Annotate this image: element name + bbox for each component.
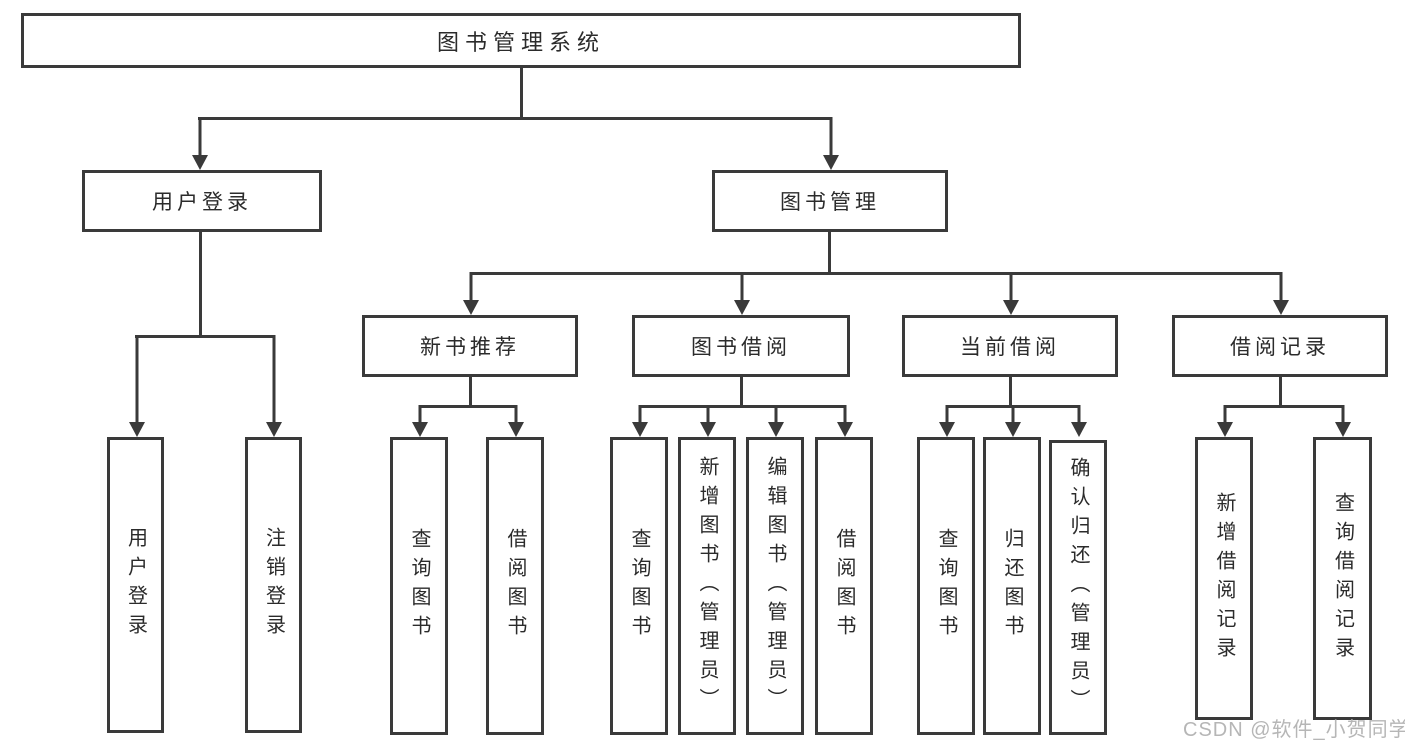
connector-book-borrow-bar — [639, 405, 845, 408]
connector-arrow-current-borrow — [1002, 272, 1019, 315]
connector-arrow-bb-query — [631, 405, 648, 437]
node-user-login: 用户登录 — [82, 170, 322, 232]
connector-arrow-book-management — [822, 117, 839, 170]
node-borrow-records: 借阅记录 — [1172, 315, 1388, 377]
connector-user-login-stub — [199, 232, 202, 335]
connector-new-book-stub — [469, 377, 472, 405]
connector-arrow-leaf-logout — [265, 335, 282, 437]
connector-arrow-new-book — [462, 272, 479, 315]
connector-book-mgmt-stub — [828, 232, 831, 272]
leaf-bb-query-books: 查询图书 — [610, 437, 668, 735]
leaf-cb-query-books: 查询图书 — [917, 437, 975, 735]
connector-borrow-records-bar — [1224, 405, 1343, 408]
connector-arrow-bb-edit — [767, 405, 784, 437]
connector-arrow-bb-add — [699, 405, 716, 437]
leaf-nb-query-books: 查询图书 — [390, 437, 448, 735]
leaf-br-query-record: 查询借阅记录 — [1313, 437, 1372, 720]
leaf-br-add-record: 新增借阅记录 — [1195, 437, 1253, 720]
connector-arrow-cb-confirm — [1070, 405, 1087, 437]
connector-root-stub — [520, 68, 523, 117]
connector-borrow-records-stub — [1279, 377, 1282, 405]
leaf-nb-borrow-books: 借阅图书 — [486, 437, 544, 735]
connector-level2-bar — [198, 117, 832, 120]
connector-arrow-cb-return — [1004, 405, 1021, 437]
connector-arrow-nb-query — [411, 405, 428, 437]
leaf-user-login: 用户登录 — [107, 437, 164, 733]
csdn-watermark: CSDN @软件_小贺同学 — [1183, 719, 1405, 741]
connector-arrow-user-login — [191, 117, 208, 170]
node-book-borrow: 图书借阅 — [632, 315, 850, 377]
connector-current-borrow-stub — [1009, 377, 1012, 405]
connector-arrow-br-add — [1216, 405, 1233, 437]
connector-book-borrow-stub — [740, 377, 743, 405]
connector-arrow-book-borrow — [733, 272, 750, 315]
connector-arrow-nb-borrow — [507, 405, 524, 437]
leaf-cb-return-books: 归还图书 — [983, 437, 1041, 735]
leaf-cb-confirm-return-admin: 确认归还（管理员） — [1049, 440, 1107, 735]
leaf-bb-add-books-admin: 新增图书（管理员） — [678, 437, 736, 735]
connector-arrow-borrow-records — [1272, 272, 1289, 315]
connector-arrow-br-query — [1334, 405, 1351, 437]
node-current-borrow: 当前借阅 — [902, 315, 1118, 377]
connector-user-login-bar — [135, 335, 275, 338]
connector-new-book-bar — [419, 405, 517, 408]
node-root: 图书管理系统 — [21, 13, 1021, 68]
node-new-book-recommend: 新书推荐 — [362, 315, 578, 377]
node-book-management: 图书管理 — [712, 170, 948, 232]
leaf-bb-edit-books-admin: 编辑图书（管理员） — [746, 437, 804, 735]
connector-arrow-bb-borrow — [836, 405, 853, 437]
leaf-bb-borrow-books: 借阅图书 — [815, 437, 873, 735]
leaf-logout: 注销登录 — [245, 437, 302, 733]
connector-arrow-cb-query — [938, 405, 955, 437]
connector-modules-bar — [470, 272, 1282, 275]
connector-arrow-leaf-login — [128, 335, 145, 437]
